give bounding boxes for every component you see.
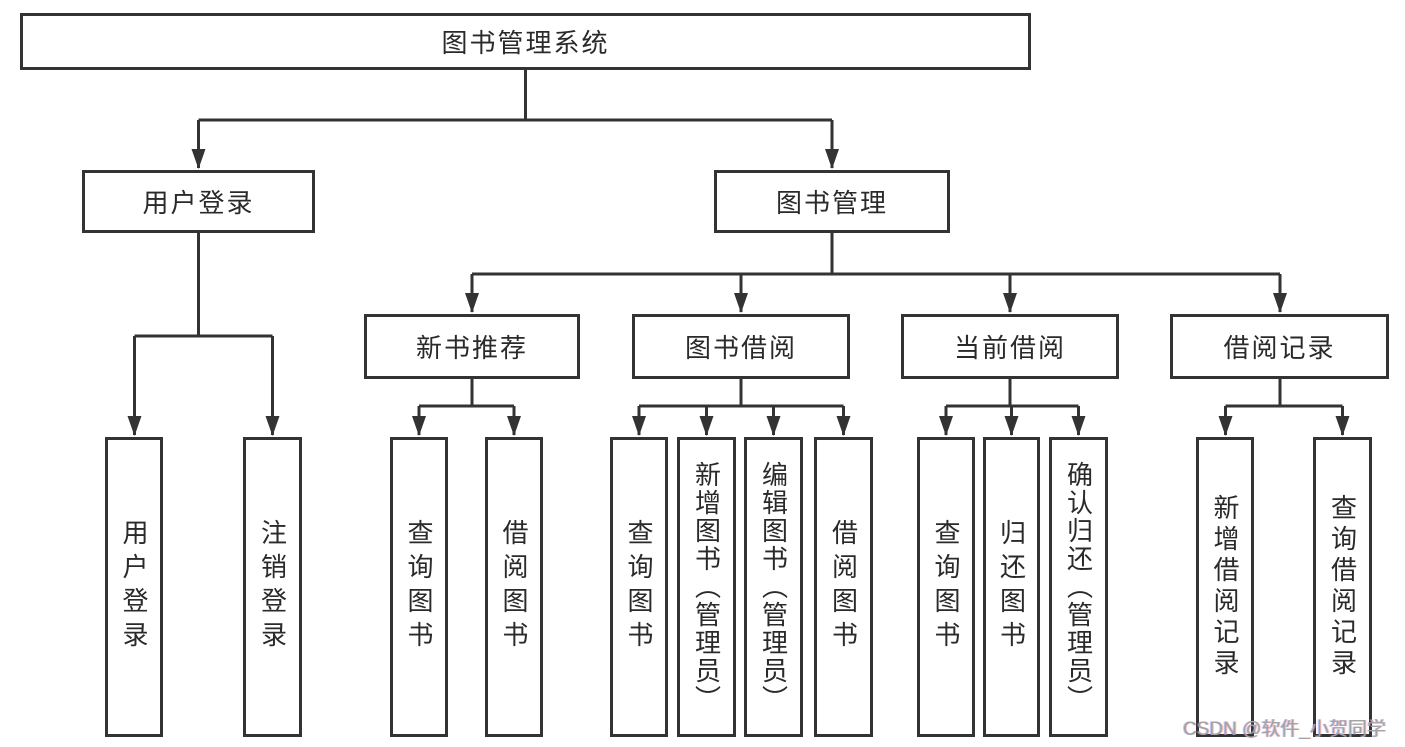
leaf-edit-book-admin: 编辑图书（管理员）: [744, 437, 803, 737]
leaf-borrow-books: 借阅图书: [814, 437, 873, 737]
node-book-borrowing: 图书借阅: [632, 314, 850, 379]
leaf-label: 借阅图书: [828, 519, 859, 655]
node-library-management-system: 图书管理系统: [20, 13, 1031, 70]
leaf-label: 注销登录: [257, 519, 288, 655]
leaf-query-books-current: 查询图书: [917, 437, 975, 737]
node-current-borrowing: 当前借阅: [901, 314, 1119, 379]
csdn-watermark: CSDN @软件_小贺同学: [1183, 719, 1386, 740]
leaf-borrow-books-recommend: 借阅图书: [485, 437, 543, 737]
node-new-book-recommendation: 新书推荐: [364, 314, 580, 379]
leaf-label: 新增图书（管理员）: [691, 461, 722, 713]
leaf-label: 用户登录: [119, 519, 149, 655]
leaf-label: 归还图书: [996, 519, 1027, 655]
leaf-add-borrow-record: 新增借阅记录: [1196, 437, 1254, 737]
leaf-label: 查询借阅记录: [1327, 494, 1358, 680]
leaf-label: 新增借阅记录: [1210, 494, 1240, 680]
leaf-query-books-borrow: 查询图书: [610, 437, 668, 737]
leaf-user-login: 用户登录: [105, 437, 163, 737]
leaf-label: 查询图书: [404, 519, 434, 655]
node-borrowing-records: 借阅记录: [1170, 314, 1389, 379]
node-book-management: 图书管理: [714, 170, 950, 233]
node-user-login: 用户登录: [82, 170, 315, 233]
leaf-return-book: 归还图书: [983, 437, 1040, 737]
leaf-label: 编辑图书（管理员）: [758, 461, 789, 713]
leaf-label: 确认归还（管理员）: [1063, 461, 1094, 713]
leaf-label: 查询图书: [931, 519, 961, 655]
leaf-label: 查询图书: [624, 519, 654, 655]
leaf-logout: 注销登录: [243, 437, 302, 737]
leaf-add-book-admin: 新增图书（管理员）: [677, 437, 736, 737]
leaf-query-books-recommend: 查询图书: [390, 437, 448, 737]
leaf-query-borrow-record: 查询借阅记录: [1313, 437, 1372, 737]
leaf-confirm-return-admin: 确认归还（管理员）: [1049, 437, 1108, 737]
leaf-label: 借阅图书: [499, 519, 529, 655]
